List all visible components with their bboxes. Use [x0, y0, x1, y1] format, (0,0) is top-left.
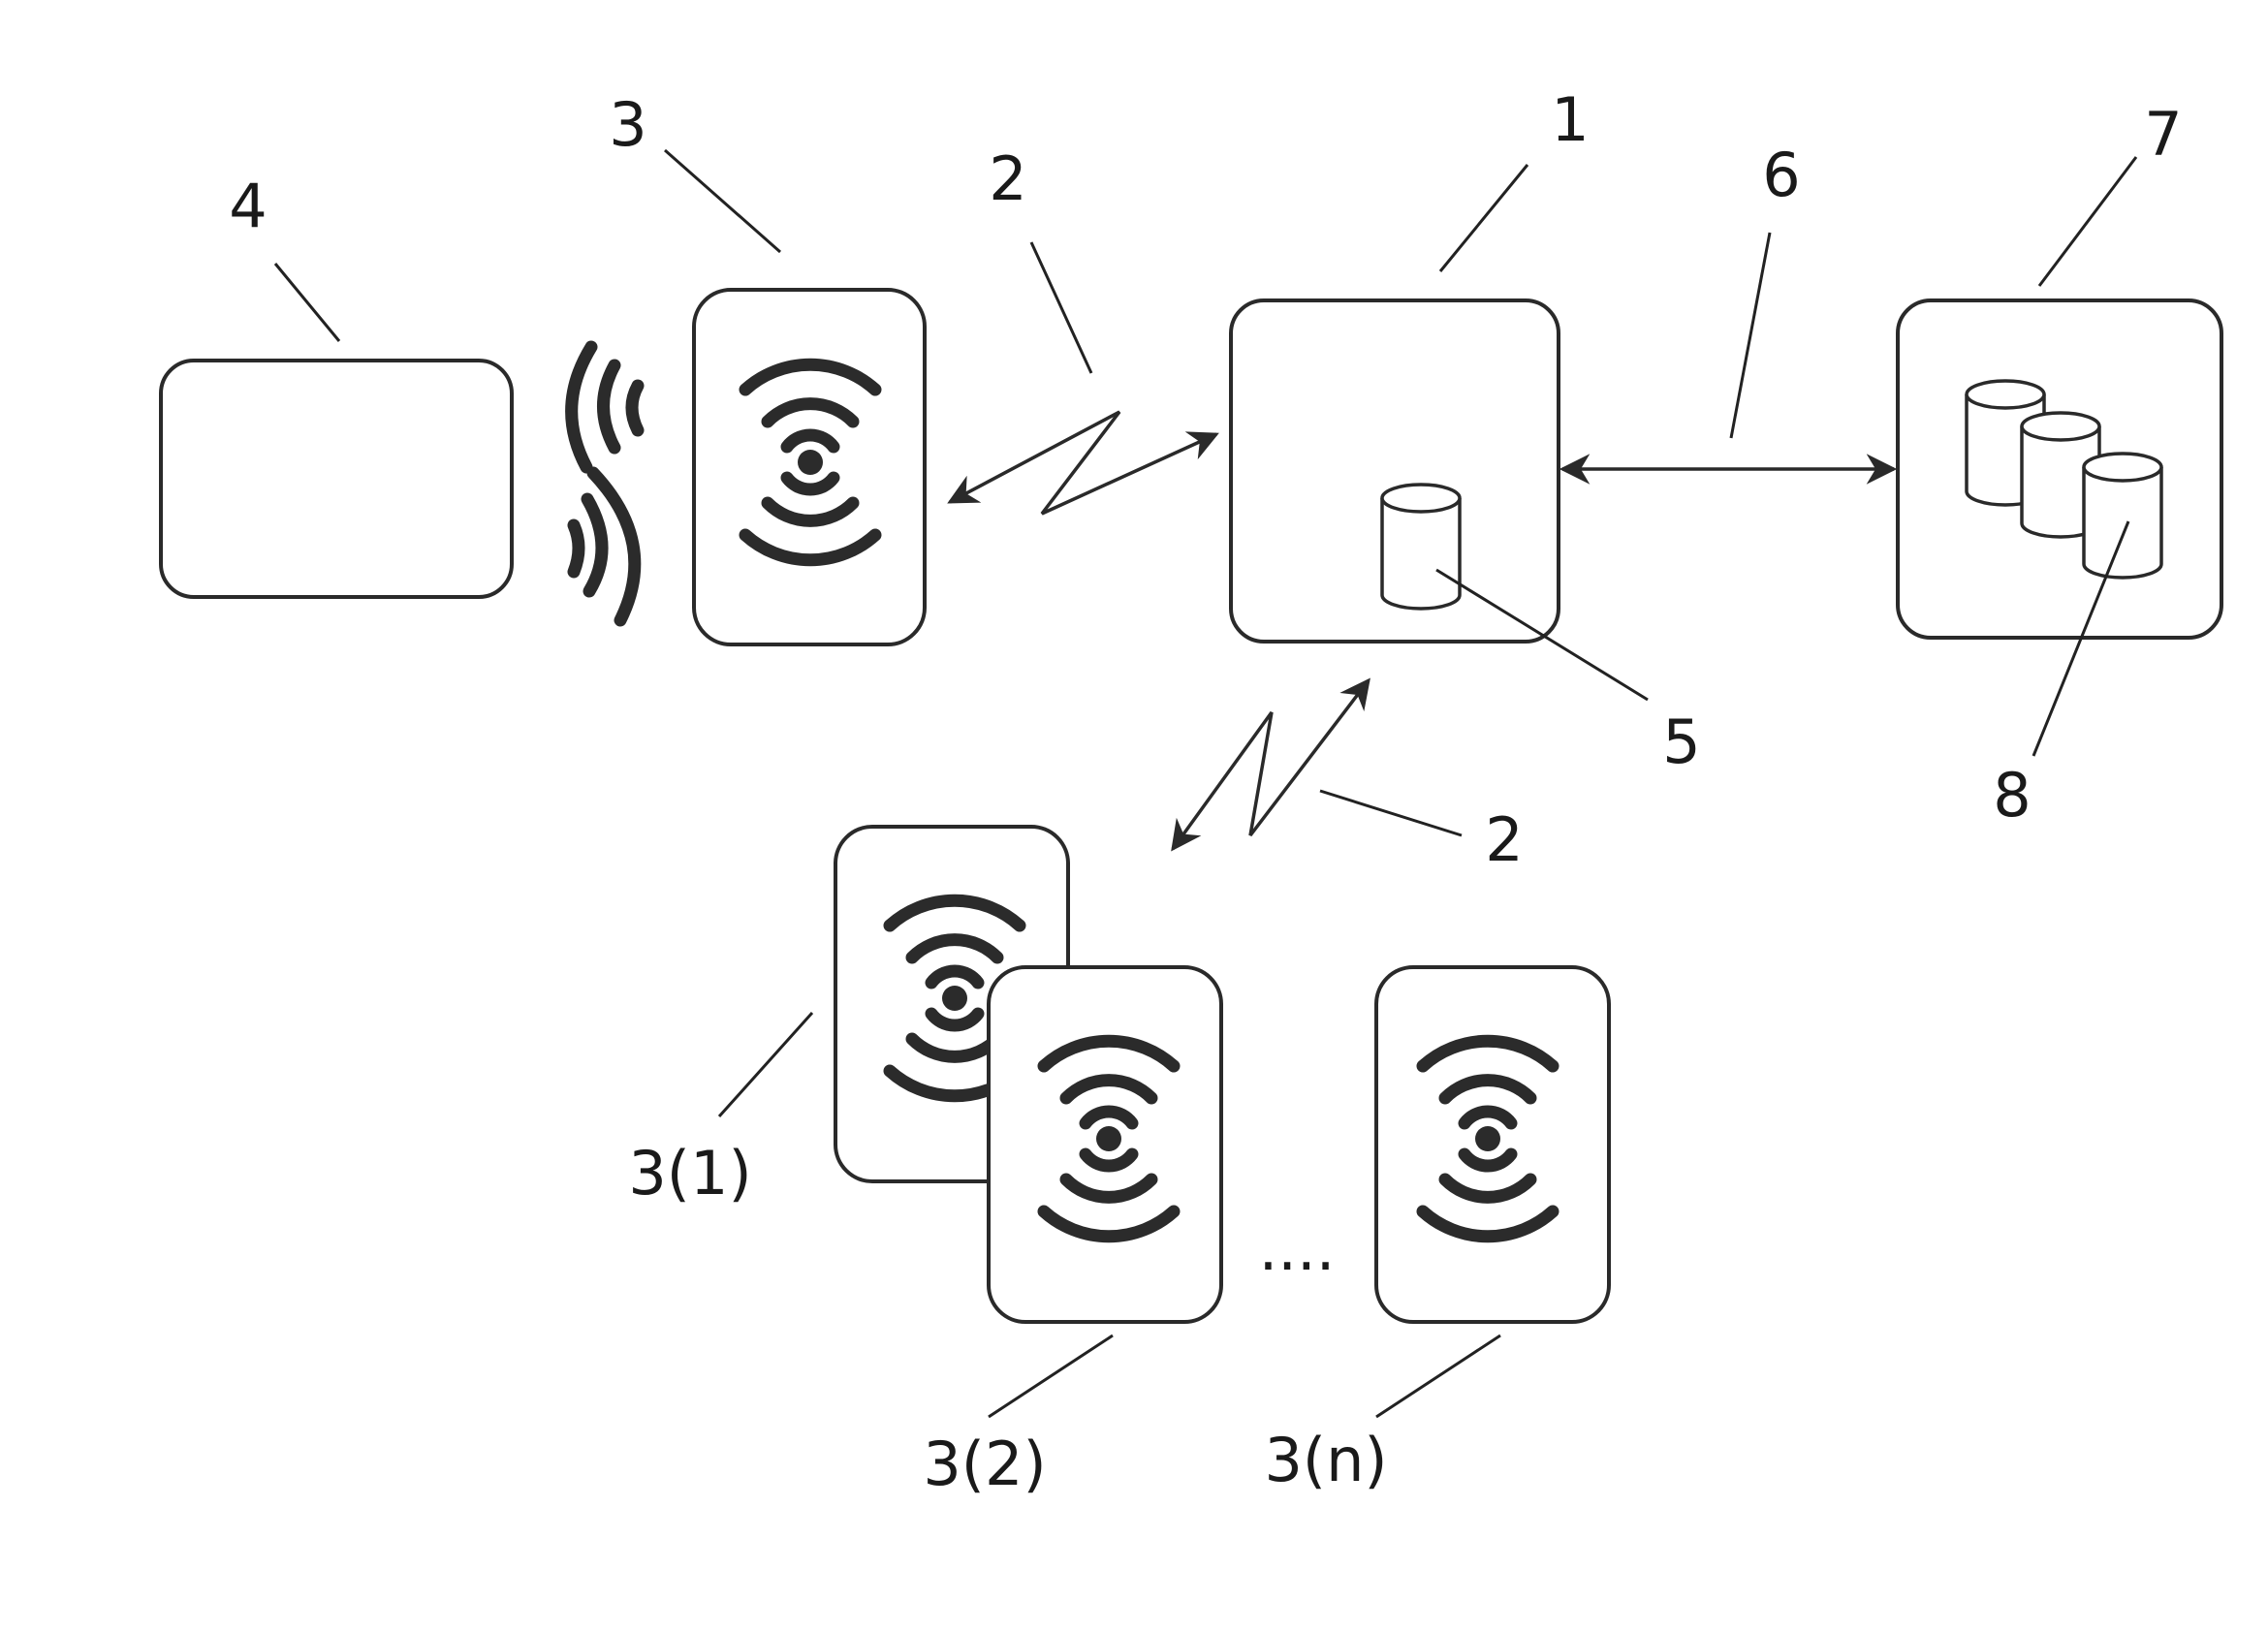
- wireless-link-bottom: 2: [1173, 680, 1524, 875]
- nfc-emission-icon: [572, 347, 638, 620]
- backend-link: 6: [1562, 140, 1894, 469]
- lightning-zigzag-arrow-icon: [950, 412, 1216, 514]
- reader-n-label: 3(n): [1264, 1425, 1387, 1495]
- lightning-zigzag-arrow-icon: [1173, 680, 1369, 849]
- reader-node: 3: [609, 89, 925, 644]
- server-label: 1: [1551, 84, 1589, 155]
- server-leader: [1440, 165, 1528, 271]
- card-leader: [275, 264, 339, 341]
- backend-node: 7 8: [1898, 99, 2221, 831]
- server-node: 1 5: [1231, 84, 1701, 777]
- backend-db-label: 8: [1993, 760, 2031, 831]
- server-db-label: 5: [1662, 707, 1700, 777]
- reader-label: 3: [609, 89, 646, 160]
- backend-link-label: 6: [1762, 140, 1800, 210]
- reader-1-label: 3(1): [628, 1138, 751, 1209]
- reader-n-leader: [1376, 1335, 1500, 1417]
- backend-label: 7: [2144, 99, 2182, 170]
- reader-2-leader: [989, 1335, 1113, 1417]
- card-box: [161, 361, 512, 597]
- reader-ellipsis: ....: [1259, 1213, 1336, 1284]
- backend-leader: [2039, 157, 2136, 286]
- card-label: 4: [229, 171, 267, 241]
- backend-link-leader: [1731, 233, 1770, 438]
- wireless-link-bottom-leader: [1320, 791, 1462, 835]
- card-node: 4: [161, 171, 512, 597]
- wireless-link-top-label: 2: [989, 143, 1026, 214]
- wireless-link-top: 2: [950, 143, 1216, 514]
- reader-leader: [665, 150, 780, 252]
- wireless-link-bottom-label: 2: [1485, 804, 1523, 875]
- wireless-link-top-leader: [1031, 242, 1091, 373]
- reader-2-label: 3(2): [923, 1429, 1046, 1499]
- database-cylinder-icon: [1382, 485, 1460, 609]
- reader-1-leader: [719, 1013, 812, 1116]
